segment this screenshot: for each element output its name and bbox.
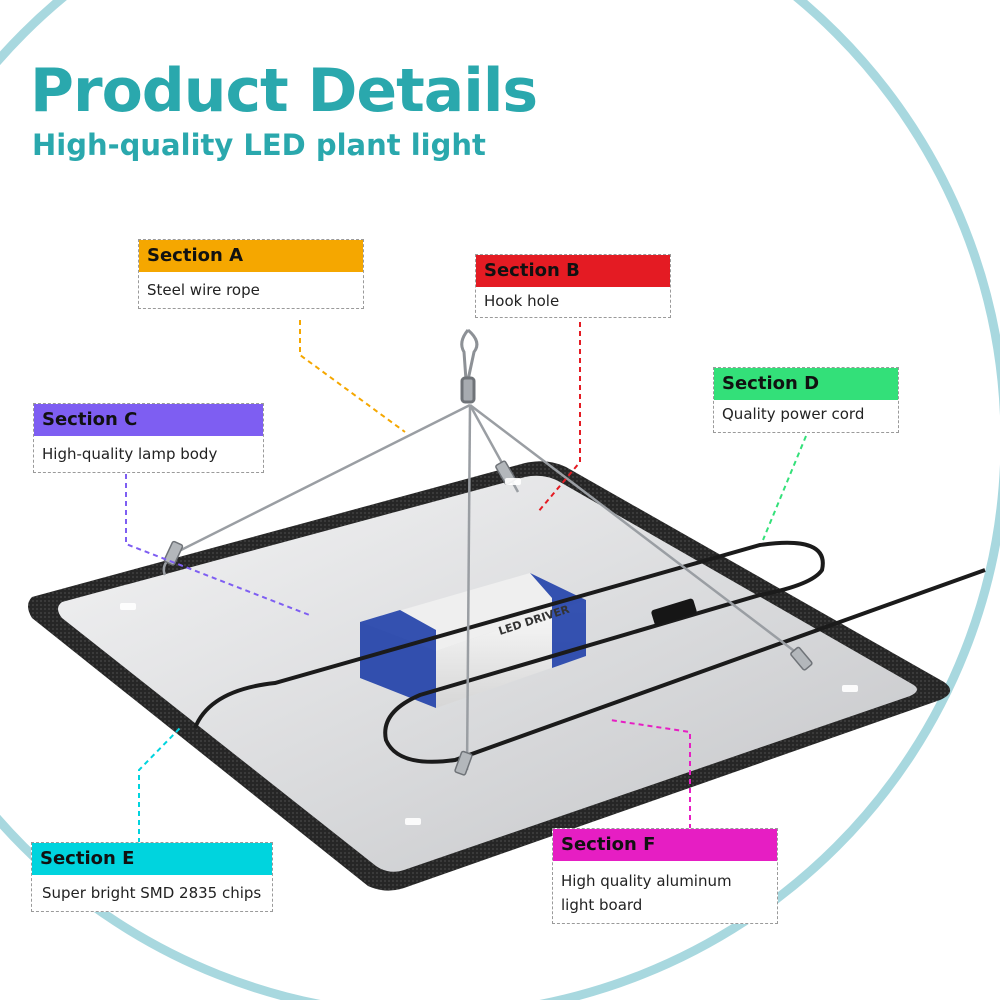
leader-section-b bbox=[537, 313, 581, 513]
callout-section-d: Section D Quality power cord bbox=[713, 367, 899, 433]
callout-section-e: Section E Super bright SMD 2835 chips bbox=[31, 842, 273, 912]
power-cord bbox=[193, 540, 986, 764]
page-title: Product Details bbox=[30, 56, 538, 126]
page-subtitle: High-quality LED plant light bbox=[32, 128, 486, 162]
section-a-desc: Steel wire rope bbox=[147, 281, 260, 299]
callout-section-a: Section A Steel wire rope bbox=[138, 239, 364, 309]
section-b-desc: Hook hole bbox=[484, 292, 560, 310]
leader-section-a bbox=[299, 320, 406, 433]
leader-section-e bbox=[138, 727, 181, 843]
section-b-title: Section B bbox=[476, 255, 670, 287]
section-d-desc: Quality power cord bbox=[722, 405, 865, 423]
section-e-title: Section E bbox=[32, 843, 272, 875]
section-d-title: Section D bbox=[714, 368, 898, 400]
cord-switch bbox=[651, 598, 697, 626]
section-c-title: Section C bbox=[34, 404, 263, 436]
section-f-desc: High quality aluminum light board bbox=[561, 872, 732, 914]
hook-holes bbox=[120, 478, 858, 825]
section-c-desc: High-quality lamp body bbox=[42, 445, 218, 463]
section-f-title: Section F bbox=[553, 829, 777, 861]
callout-section-f: Section F High quality aluminum light bo… bbox=[552, 828, 778, 924]
leader-section-c bbox=[125, 474, 313, 617]
callout-section-c: Section C High-quality lamp body bbox=[33, 403, 264, 473]
leader-section-d bbox=[762, 435, 807, 541]
section-a-title: Section A bbox=[139, 240, 363, 272]
section-e-desc: Super bright SMD 2835 chips bbox=[42, 884, 262, 902]
top-hook bbox=[460, 328, 479, 404]
callout-section-b: Section B Hook hole bbox=[475, 254, 671, 318]
corner-hooks bbox=[163, 460, 813, 776]
